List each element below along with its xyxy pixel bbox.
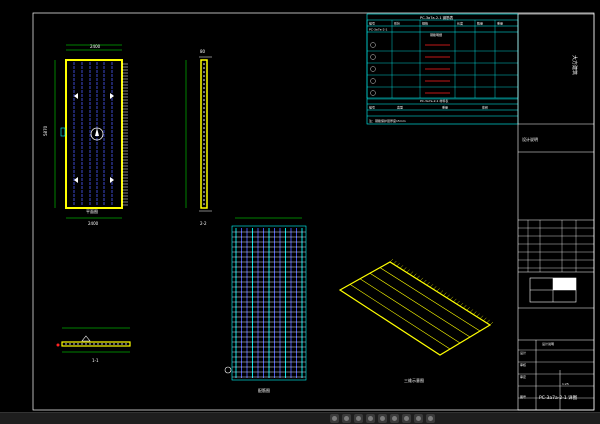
app-icon[interactable] (426, 414, 435, 423)
sec-top-dim: 80 (200, 49, 206, 54)
title-note: 设计说明 (522, 136, 538, 142)
schedule-header-cell: 规格 (422, 21, 428, 26)
schedule-bottom-title: PC-3a7a-2-1 材料表 (420, 98, 448, 103)
tb-scale: 1:25 (562, 382, 569, 386)
plan-left-dim: 5870 (43, 125, 48, 136)
iso-title: 三维示意图 (404, 377, 424, 383)
schedule-table: PC-3a7a-2-1 钢筋表 编号形状规格长度数量重量 PC-3a7a-2-1… (366, 13, 519, 125)
schedule-footnote: 注：钢筋保护层厚度15mm (369, 118, 406, 123)
plan-title: 平面图 (86, 208, 98, 214)
schedule-header-cell: 重量 (497, 21, 503, 26)
schedule-row-label: PC-3a7a-2-1 (369, 28, 388, 32)
schedule-bottom-cell: 重量 (442, 105, 448, 110)
iso-view: 三维示意图 (338, 258, 494, 383)
plan-top-dim: 2400 (90, 44, 101, 49)
tb-approve: 审定 (520, 374, 526, 379)
section-2-2-title: 2-2 (200, 221, 207, 226)
schedule-title: PC-3a7a-2-1 钢筋表 (420, 15, 454, 20)
taskbar (0, 412, 600, 424)
title-drawing-label: 设计说明 (542, 341, 554, 346)
schedule-header-cell: 编号 (369, 21, 375, 26)
schedule-header-cell: 形状 (394, 21, 400, 26)
schedule-bottom-cell: 体积 (482, 105, 488, 110)
rebar-plan-title: 配筋图 (258, 387, 270, 393)
section-1-1: 1-1 (56, 327, 131, 363)
plan-view: 2400 5870 2400 平面图 (43, 44, 128, 226)
schedule-header-cell: 长度 (457, 21, 463, 26)
schedule-bottom-cell: 类型 (397, 105, 403, 110)
title-block: 大方建筑 设计说明 设计说明 设计 审核 审定 1:25 图号 PC-3a7a-… (517, 13, 595, 411)
mail-icon[interactable] (378, 414, 387, 423)
section-2-2: 80 2-2 (185, 49, 212, 226)
title-vertical-text: 大方建筑 (571, 55, 578, 75)
app-icon[interactable] (414, 414, 423, 423)
chat-icon[interactable] (366, 414, 375, 423)
schedule-bottom-cell: 编号 (369, 105, 375, 110)
browser-icon[interactable] (354, 414, 363, 423)
section-1-1-title: 1-1 (92, 358, 99, 363)
schedule-header-cell: 数量 (477, 21, 483, 26)
settings-icon[interactable] (390, 414, 399, 423)
plan-bottom-dim: 2400 (88, 221, 99, 226)
drawing-frame (32, 12, 595, 411)
tb-sheet: 图号 (520, 394, 526, 399)
schedule-mid-title: 钢筋明细 (430, 32, 442, 37)
drawing-number: PC-3a7a-2-1 详图 (539, 394, 578, 401)
folder-icon[interactable] (342, 414, 351, 423)
search-icon[interactable] (330, 414, 339, 423)
tb-check: 审核 (520, 362, 526, 367)
app-icon[interactable] (402, 414, 411, 423)
tb-design: 设计 (520, 350, 526, 355)
rebar-plan: 配筋图 (224, 217, 307, 393)
slab-outline (65, 59, 123, 209)
